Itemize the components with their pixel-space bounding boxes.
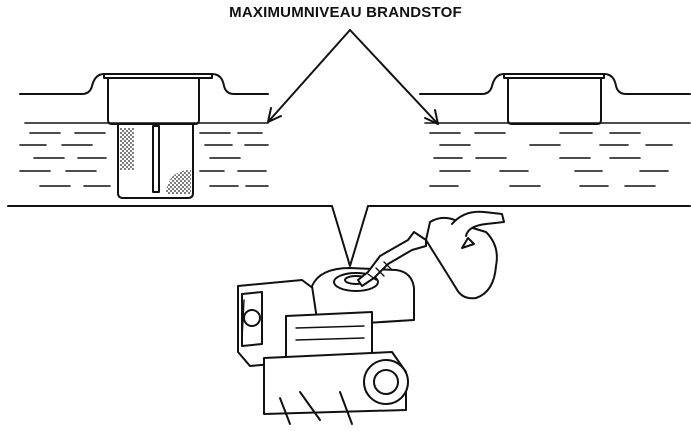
callout-bracket (7, 205, 691, 267)
fuel-tank-without-strainer (419, 73, 691, 125)
arrow-right (349, 29, 439, 125)
fuel-surface-left (19, 132, 269, 187)
fuel-can (357, 210, 505, 300)
fuel-surface-right (429, 132, 673, 187)
max-fuel-level-label: MAXIMUMNIVEAU BRANDSTOF (229, 4, 462, 21)
engine (237, 267, 415, 425)
fuel-tank-with-strainer (19, 73, 269, 199)
arrow-left (267, 29, 351, 123)
